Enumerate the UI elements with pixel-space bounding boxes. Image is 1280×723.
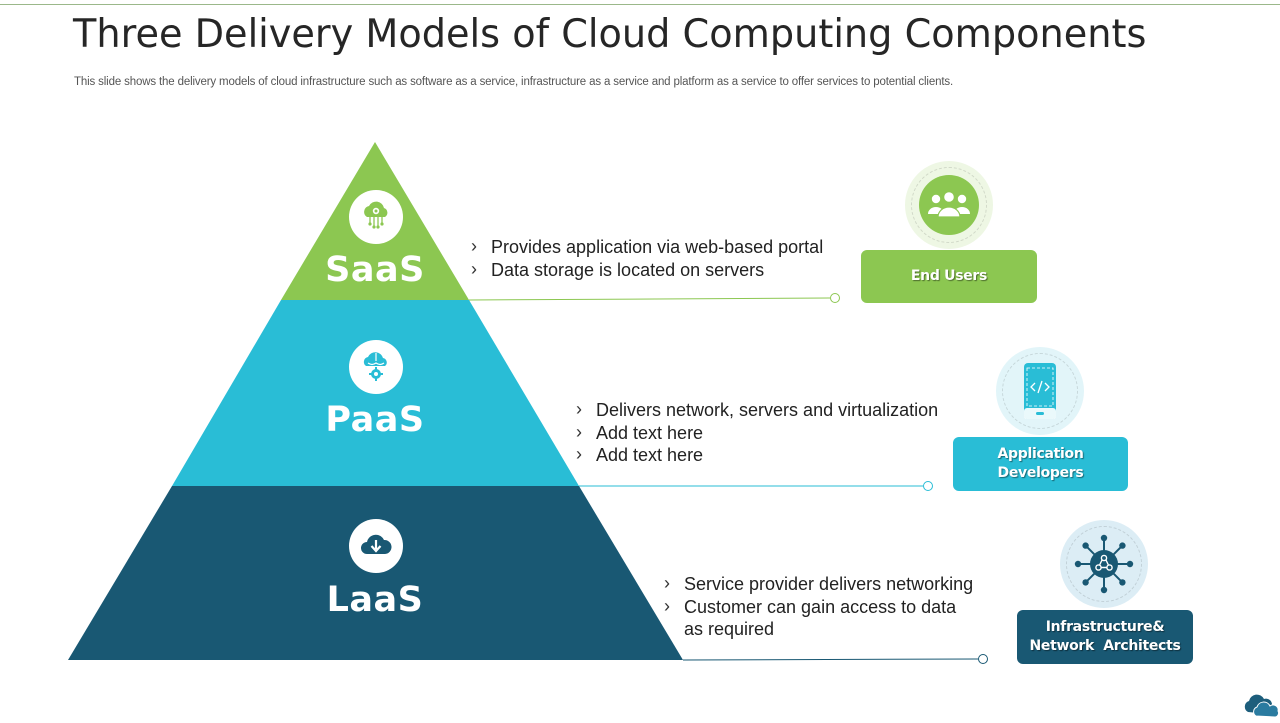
list-item: Data storage is located on servers [471,258,823,282]
connector-dot-saas [830,293,840,303]
app-developers-badge [996,347,1084,435]
network-architects-badge [1060,520,1148,608]
connector-line-saas [468,297,831,301]
list-item: Add text here [576,443,938,467]
dashed-ring [1002,353,1078,429]
tier-label-paas: PaaS [325,400,425,440]
laas-bullet-list: Service provider delivers networking Cus… [664,572,984,641]
end-users-badge [905,161,993,249]
top-rule [0,4,1280,5]
connector-line-laas [682,658,979,661]
network-architects-label-box: Infrastructure& Network Architects [1017,610,1193,664]
connector-dot-paas [923,481,933,491]
tier-label-laas: LaaS [326,580,424,620]
app-developers-label-box: Application Developers [953,437,1128,491]
page-subtitle: This slide shows the delivery models of … [74,76,954,88]
end-users-label-box: End Users [861,250,1037,303]
list-item: Delivers network, servers and virtualiza… [576,398,938,422]
cloud-download-icon [349,519,403,573]
cloud-gear-platform-icon [349,340,403,394]
list-item: Provides application via web-based porta… [471,235,823,259]
dashed-ring [1066,526,1142,602]
list-item: Add text here [576,421,938,445]
cloud-logo-icon [1242,692,1280,723]
paas-bullet-list: Delivers network, servers and virtualiza… [576,398,938,467]
list-item: Customer can gain access to data as requ… [664,595,974,641]
app-developers-label-line1: Application [997,446,1084,462]
network-architects-label-line2: Network Architects [1029,638,1181,654]
list-item: Service provider delivers networking [664,572,984,596]
page-title: Three Delivery Models of Cloud Computing… [73,12,1147,57]
end-users-label: End Users [910,268,988,284]
connector-dot-laas [978,654,988,664]
tier-label-saas: SaaS [325,250,425,290]
pyramid-tier-laas[interactable] [68,486,683,660]
saas-bullet-list: Provides application via web-based porta… [471,235,823,282]
dashed-ring [911,167,987,243]
app-developers-label-line2: Developers [997,465,1084,481]
network-architects-label-line1: Infrastructure& [1045,619,1165,635]
cloud-gear-network-icon [349,190,403,244]
